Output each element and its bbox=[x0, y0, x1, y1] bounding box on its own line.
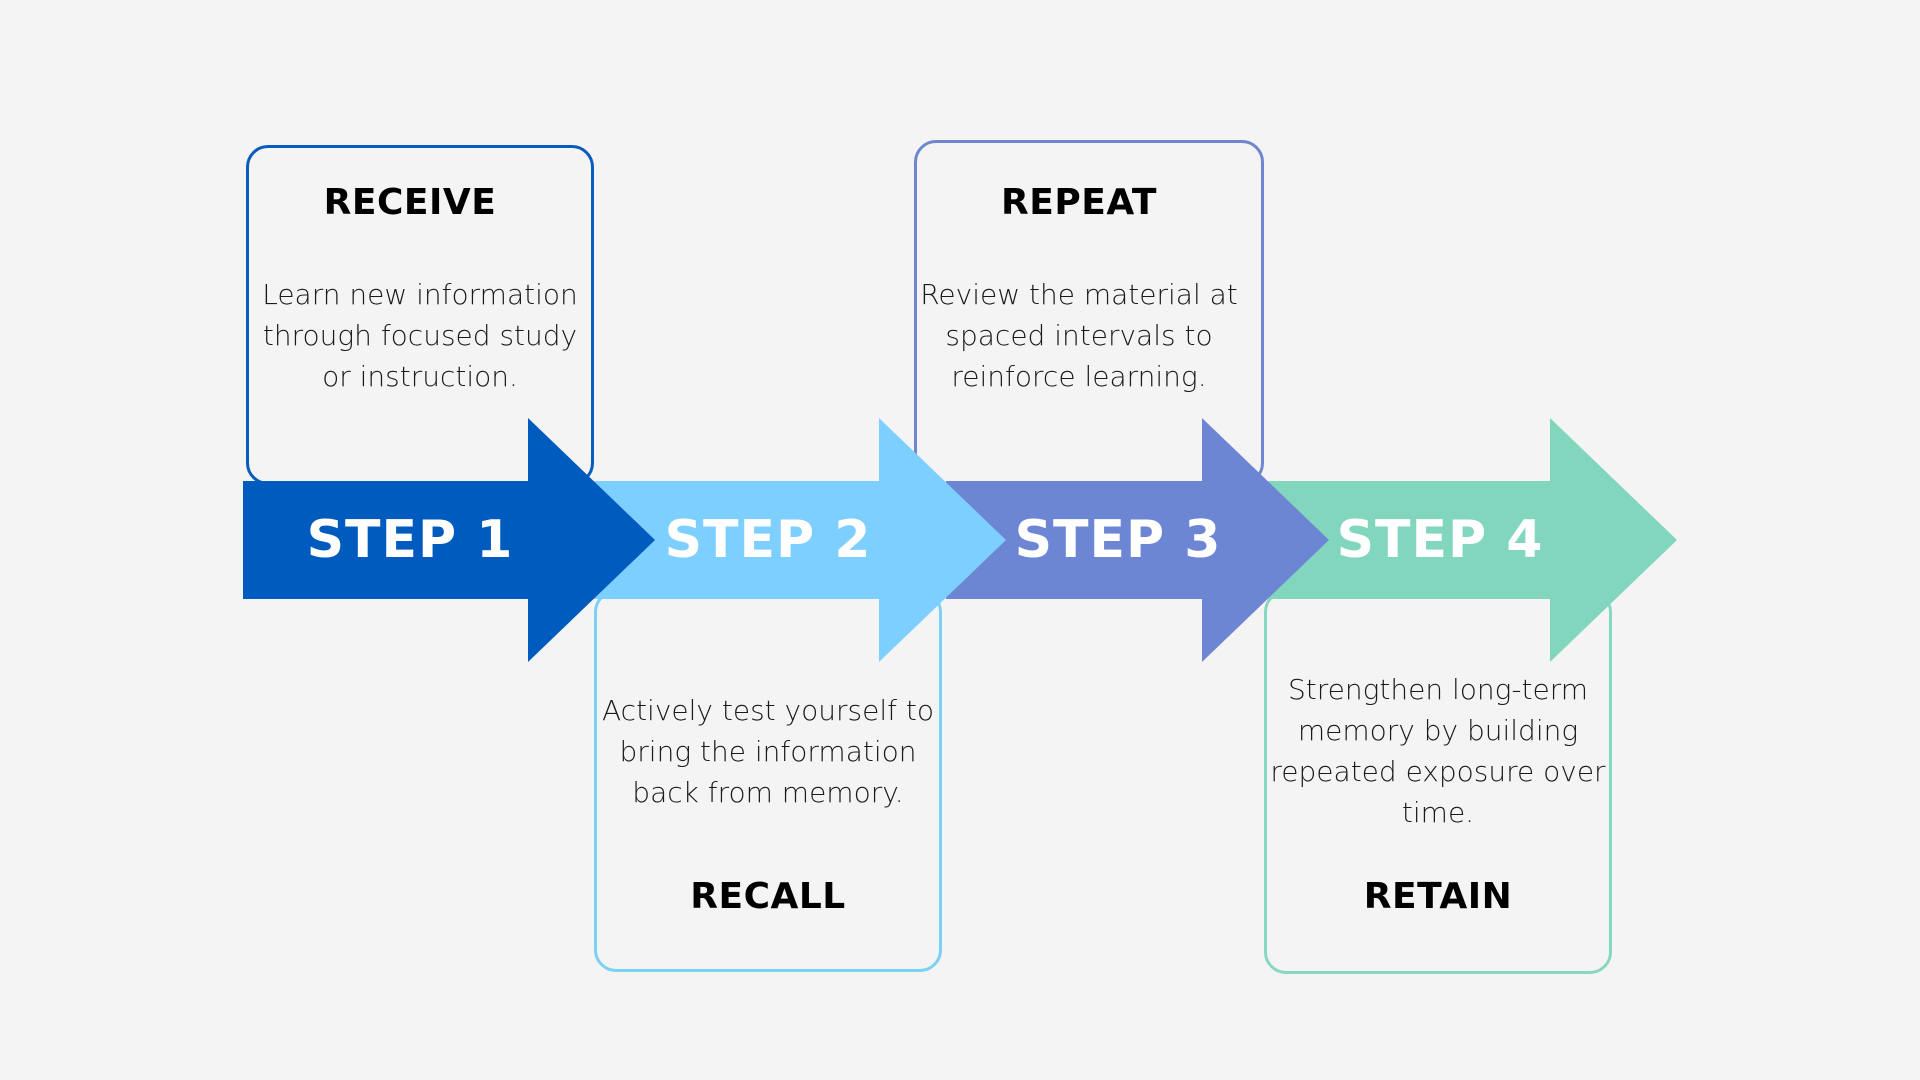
step-3-description: Review the material at spaced intervals … bbox=[920, 278, 1238, 393]
step-4-description: Strengthen long-term memory by building … bbox=[1270, 673, 1606, 829]
step-1-arrow bbox=[243, 418, 655, 662]
step-3-label: STEP 3 bbox=[1014, 510, 1222, 570]
step-3-arrow bbox=[946, 418, 1329, 662]
step-1-title: RECEIVE bbox=[323, 182, 497, 223]
step-4-label: STEP 4 bbox=[1336, 510, 1544, 570]
step-1-description: Learn new information through focused st… bbox=[262, 278, 578, 393]
step-4-arrow bbox=[1268, 418, 1677, 662]
step-2-label: STEP 2 bbox=[664, 510, 872, 570]
step-2-arrow bbox=[594, 418, 1006, 662]
step-3-title: REPEAT bbox=[1001, 182, 1157, 223]
step-4-title: RETAIN bbox=[1363, 876, 1513, 917]
step-2-description: Actively test yourself to bring the info… bbox=[602, 694, 934, 809]
step-1-label: STEP 1 bbox=[306, 510, 514, 570]
step-2-title: RECALL bbox=[690, 876, 846, 917]
